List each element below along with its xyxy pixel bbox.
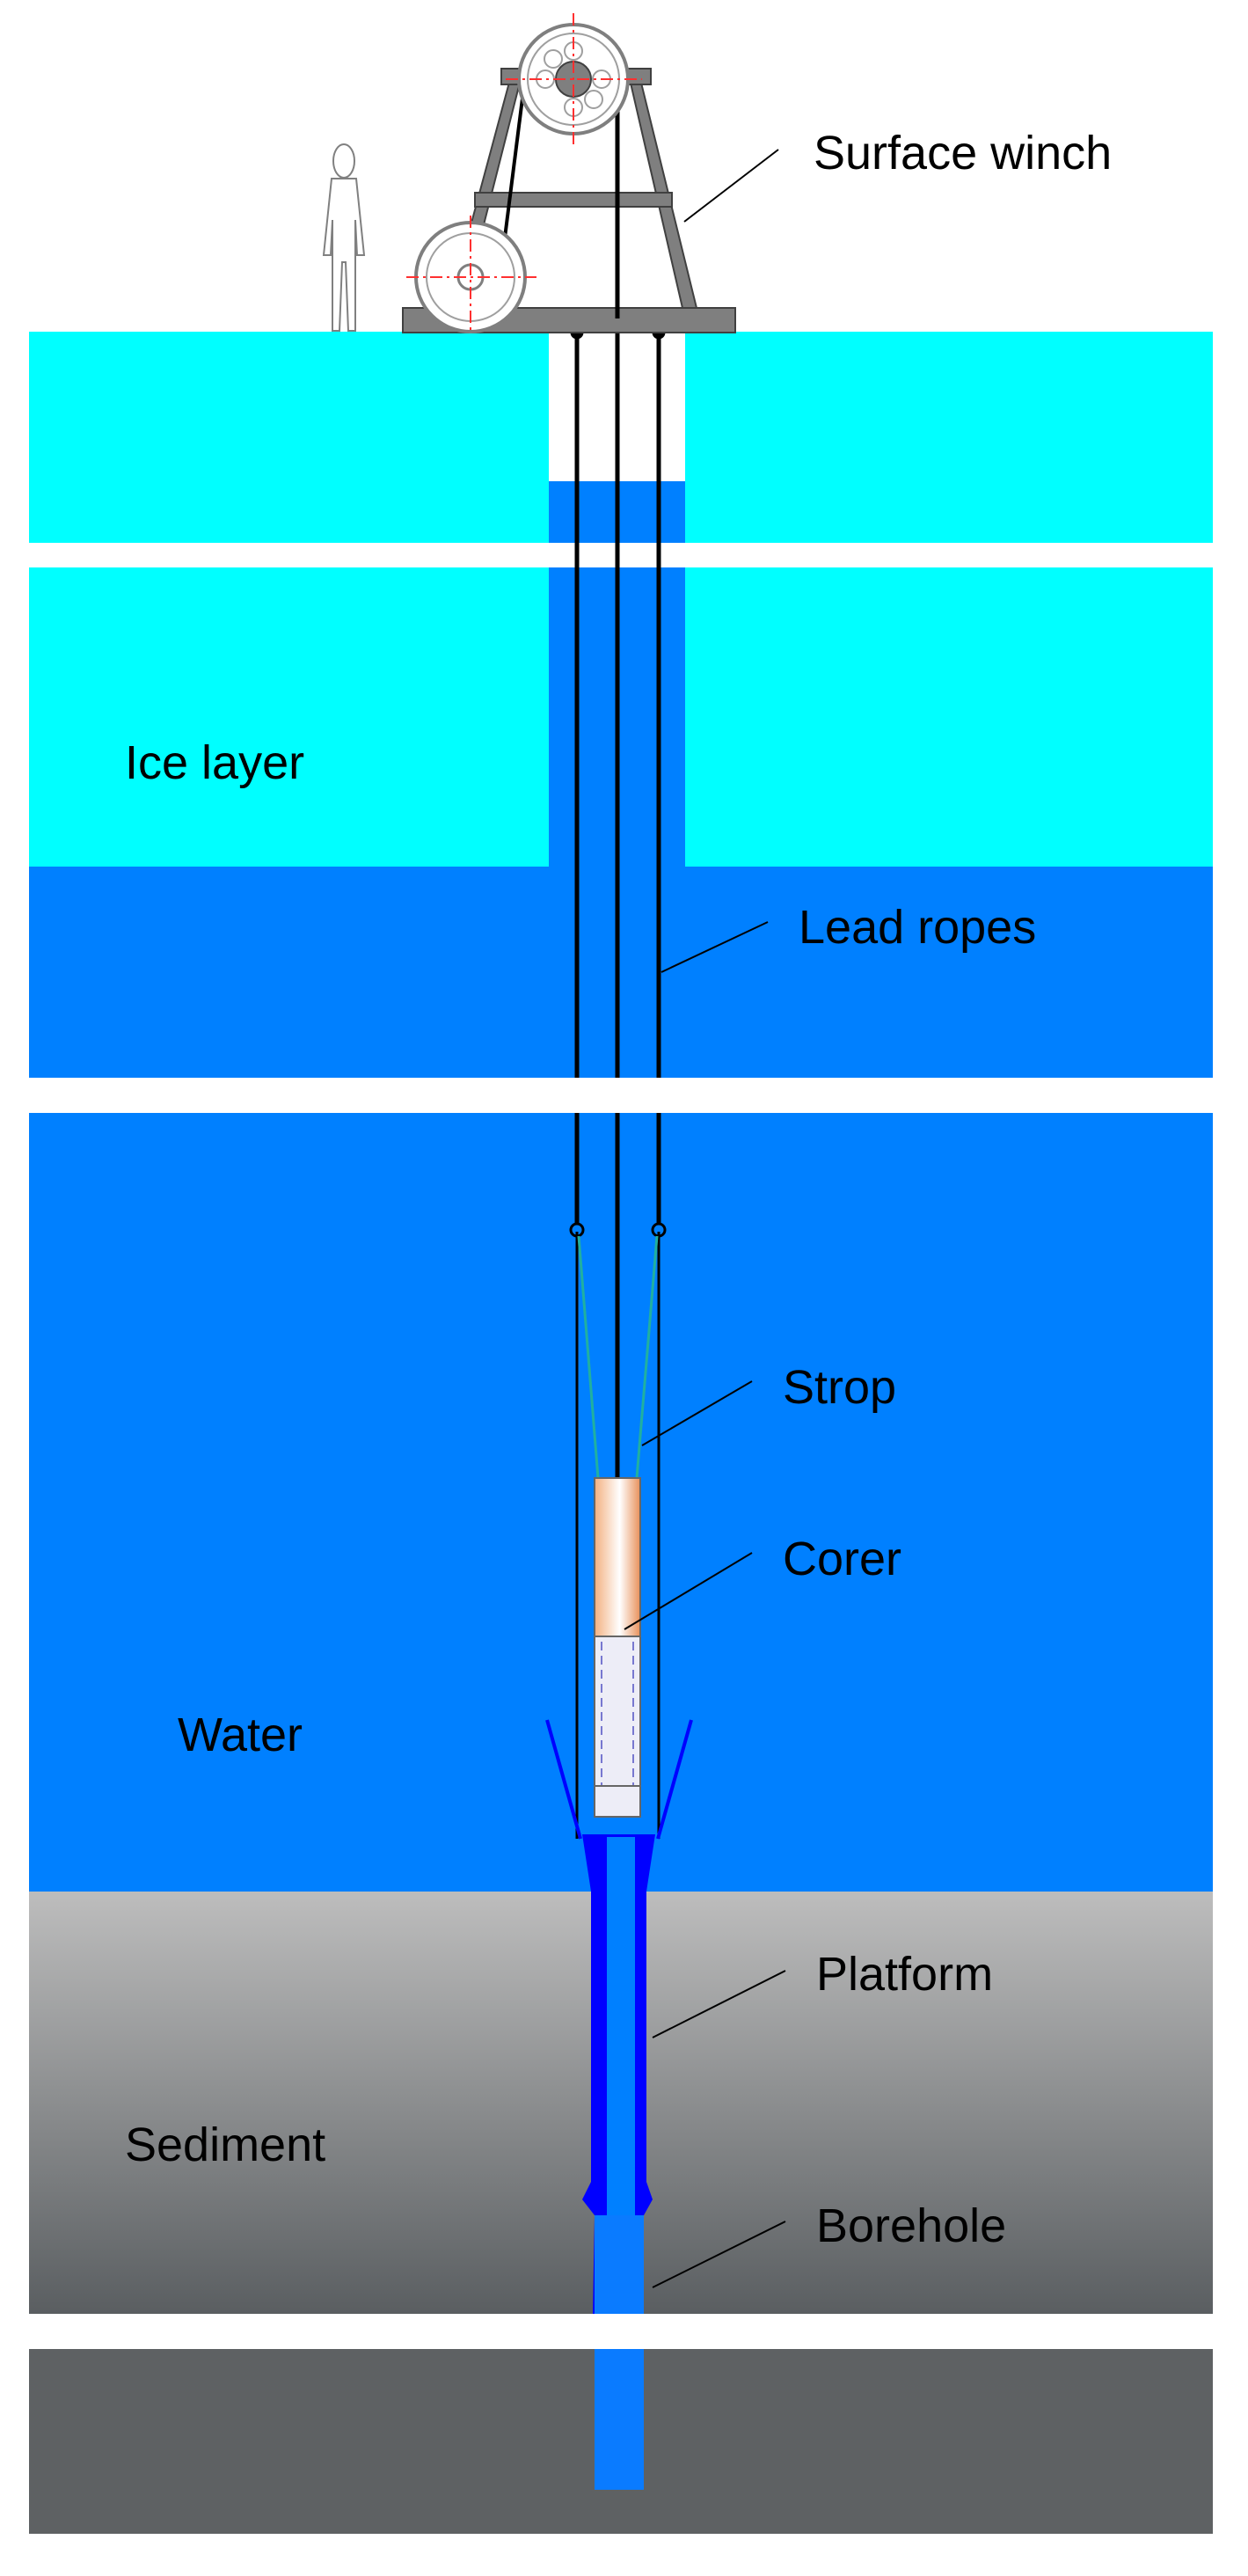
label-borehole: Borehole (816, 2199, 1006, 2252)
label-corer: Corer (783, 1533, 901, 1585)
ice-layer-lower (29, 567, 1213, 867)
lead-ropes (574, 317, 661, 1839)
leader-lines (624, 149, 786, 2288)
label-surface-winch: Surface winch (814, 127, 1112, 179)
ice-layer-upper (29, 332, 1213, 543)
winch-drum (406, 216, 536, 334)
label-sediment: Sediment (125, 2119, 325, 2171)
platform-guide-arms (545, 1719, 693, 1840)
corer (594, 1477, 641, 1818)
pulley-wheel (506, 13, 642, 145)
labels: Surface winch Ice layer Lead ropes Strop… (125, 127, 1112, 2252)
label-platform: Platform (816, 1948, 993, 2001)
label-water: Water (178, 1709, 303, 1761)
platform (582, 1834, 655, 2314)
human-figure (322, 143, 366, 332)
strop (577, 1235, 659, 1479)
sediment-borehole (595, 2215, 644, 2490)
label-lead-ropes: Lead ropes (799, 901, 1036, 954)
label-ice-layer: Ice layer (125, 736, 304, 789)
label-strop: Strop (783, 1361, 896, 1414)
